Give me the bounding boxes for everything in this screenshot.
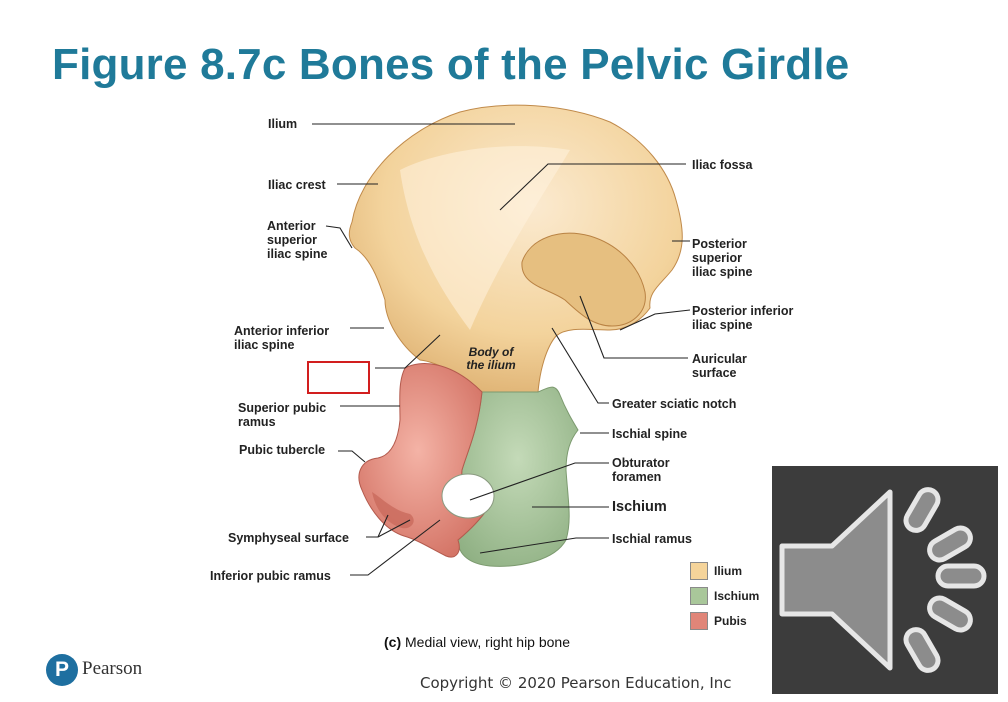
label-inferior-pubic-ramus: Inferior pubic ramus bbox=[210, 569, 331, 583]
label-symphyseal-surface: Symphyseal surface bbox=[228, 531, 349, 545]
slide-title: Figure 8.7c Bones of the Pelvic Girdle bbox=[52, 40, 850, 89]
label-iliac-fossa: Iliac fossa bbox=[692, 158, 753, 172]
legend-label-ilium: Ilium bbox=[714, 564, 743, 578]
legend-swatch-ilium bbox=[690, 562, 708, 580]
audio-speaker-button[interactable] bbox=[772, 466, 998, 694]
copyright-text: Copyright © 2020 Pearson Education, Inc bbox=[420, 674, 732, 692]
label-body-of-ilium: Body of the ilium bbox=[466, 345, 516, 372]
figure-caption: (c) Medial view, right hip bone bbox=[384, 634, 570, 650]
caption-text: Medial view, right hip bone bbox=[405, 634, 571, 650]
caption-prefix: (c) bbox=[384, 634, 402, 650]
label-pubic-tubercle: Pubic tubercle bbox=[239, 443, 326, 457]
label-posterior-inferior-iliac-spine: Posterior inferior iliac spine bbox=[692, 304, 794, 332]
highlight-box bbox=[307, 361, 370, 394]
label-ischial-ramus: Ischial ramus bbox=[612, 532, 692, 546]
pearson-wordmark: Pearson bbox=[82, 658, 143, 679]
legend-swatch-ischium bbox=[690, 587, 708, 605]
legend-label-pubis: Pubis bbox=[714, 614, 747, 628]
label-ischium: Ischium bbox=[612, 499, 667, 515]
label-posterior-superior-iliac-spine: Posterior superior iliac spine bbox=[692, 237, 753, 279]
label-anterior-inferior-iliac-spine: Anterior inferior iliac spine bbox=[234, 324, 330, 352]
label-greater-sciatic-notch: Greater sciatic notch bbox=[612, 397, 737, 411]
label-iliac-crest: Iliac crest bbox=[268, 178, 326, 192]
legend-label-ischium: Ischium bbox=[714, 589, 760, 603]
obturator-foramen-shape bbox=[441, 473, 495, 519]
auricular-surface-shape bbox=[521, 232, 646, 327]
label-ilium: Ilium bbox=[268, 117, 298, 131]
label-obturator-foramen: Obturator foramen bbox=[612, 456, 670, 484]
leader-lines bbox=[312, 123, 691, 576]
iliac-fossa-shading bbox=[400, 146, 570, 330]
pearson-logo-icon: P bbox=[46, 654, 78, 686]
label-superior-pubic-ramus: Superior pubic ramus bbox=[238, 401, 327, 429]
symphyseal-surface-shape bbox=[372, 492, 414, 529]
label-ischial-spine: Ischial spine bbox=[612, 427, 688, 441]
speaker-icon bbox=[779, 487, 987, 673]
legend-swatch-pubis bbox=[690, 612, 708, 630]
label-auricular-surface: Auricular surface bbox=[692, 352, 747, 380]
label-anterior-superior-iliac-spine: Anterior superior iliac spine bbox=[267, 219, 328, 261]
